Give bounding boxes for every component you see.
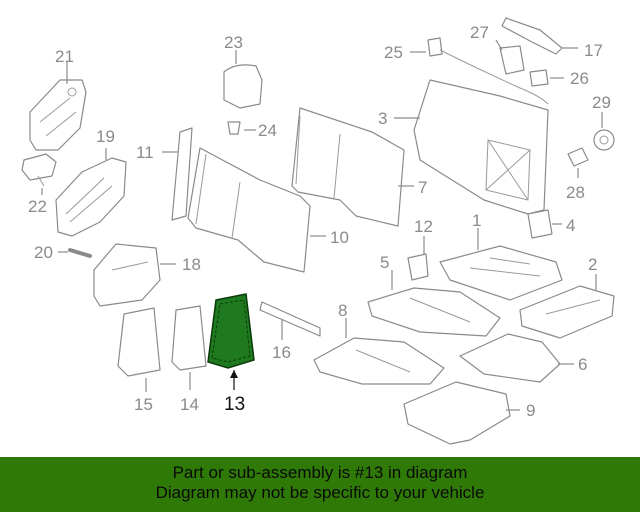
part-2-seat-frame: 2 <box>519 255 615 339</box>
callout-21: 21 <box>55 47 74 66</box>
part-17-rail: 17 <box>501 17 603 60</box>
banner-line-2: Diagram may not be specific to your vehi… <box>155 483 485 502</box>
part-27-bracket: 27 <box>470 23 525 75</box>
part-28-bolt: 28 <box>566 147 589 202</box>
callout-8: 8 <box>338 301 347 320</box>
part-26-clip: 26 <box>529 69 589 88</box>
part-3-rear-panel: 3 <box>378 79 549 215</box>
callout-16: 16 <box>272 343 291 362</box>
callout-18: 18 <box>182 255 201 274</box>
part-23-headrest: 23 <box>223 33 263 109</box>
part-6-cushion-cover: 6 <box>459 333 587 383</box>
callout-26: 26 <box>570 69 589 88</box>
part-16-bar: 16 <box>259 301 321 362</box>
callout-15: 15 <box>134 395 153 414</box>
callout-5: 5 <box>380 253 389 272</box>
callout-14: 14 <box>180 395 199 414</box>
part-7-backrest: 7 <box>291 107 427 227</box>
callout-7: 7 <box>418 178 427 197</box>
part-29-grommet: 29 <box>592 93 615 151</box>
part-9-cushion-cover: 9 <box>403 381 535 445</box>
callout-11: 11 <box>136 143 154 162</box>
callout-24: 24 <box>258 121 277 140</box>
callout-4: 4 <box>566 216 575 235</box>
callout-19: 19 <box>96 127 115 146</box>
part-11-trim-strip: 11 <box>136 127 193 221</box>
part-24-guide: 24 <box>227 121 277 140</box>
callout-20: 20 <box>34 243 53 262</box>
part-13-heating-mat: 13 <box>207 293 255 415</box>
callout-12: 12 <box>414 217 433 236</box>
callout-17: 17 <box>584 41 603 60</box>
callout-28: 28 <box>566 183 585 202</box>
part-4-hinge: 4 <box>527 209 575 239</box>
part-19-side-bolster: 19 <box>55 127 127 237</box>
part-22-latch: 22 <box>21 153 57 216</box>
callout-13: 13 <box>224 394 245 415</box>
callout-10: 10 <box>330 228 349 247</box>
part-1-seat-frame: 1 <box>439 211 563 301</box>
part-14-pad: 14 <box>171 305 207 414</box>
part-21-bracket: 21 <box>29 47 87 151</box>
part-5-seat-cushion: 5 <box>367 253 501 337</box>
part-20-pin: 20 <box>34 243 92 262</box>
callout-9: 9 <box>526 401 535 420</box>
parts-diagram: 21 22 19 20 23 24 11 <box>21 17 615 445</box>
part-25-cable: 25 <box>384 37 549 105</box>
callout-2: 2 <box>588 255 597 274</box>
callout-27: 27 <box>470 23 489 42</box>
callout-25: 25 <box>384 43 403 62</box>
banner-line-1: Part or sub-assembly is #13 in diagram <box>172 463 468 482</box>
callout-6: 6 <box>578 355 587 374</box>
part-12-latch-cover: 12 <box>407 217 433 281</box>
part-10-seat-back: 10 <box>187 147 349 273</box>
info-banner: Part or sub-assembly is #13 in diagram D… <box>0 457 640 512</box>
callout-3: 3 <box>378 109 387 128</box>
part-18-side-panel: 18 <box>93 243 201 307</box>
callout-23: 23 <box>224 33 243 52</box>
part-15-pad: 15 <box>117 307 161 414</box>
callout-29: 29 <box>592 93 611 112</box>
part-8-cushion-cover: 8 <box>313 301 445 385</box>
callout-1: 1 <box>472 211 481 230</box>
callout-22: 22 <box>28 197 47 216</box>
